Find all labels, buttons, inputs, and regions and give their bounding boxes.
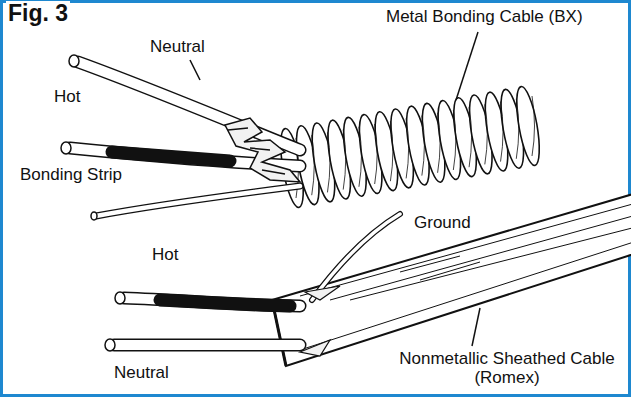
bx-cable	[276, 85, 544, 209]
part-label: Nonmetallic Sheathed Cable (Romex)	[387, 350, 627, 387]
paper-wrap	[225, 118, 300, 182]
romex-cable	[272, 192, 631, 366]
bx-wires	[61, 55, 300, 220]
figure-title: Fig. 3	[6, 1, 70, 26]
part-label: Ground	[412, 214, 473, 233]
part-label: Bonding Strip	[18, 166, 124, 185]
part-label: Neutral	[148, 38, 207, 57]
leader-lines	[190, 32, 480, 346]
part-label: Metal Bonding Cable (BX)	[384, 8, 585, 27]
part-label: Hot	[150, 246, 180, 265]
part-label: Hot	[52, 88, 82, 107]
part-label: Neutral	[112, 364, 171, 383]
romex-wires	[105, 214, 400, 356]
